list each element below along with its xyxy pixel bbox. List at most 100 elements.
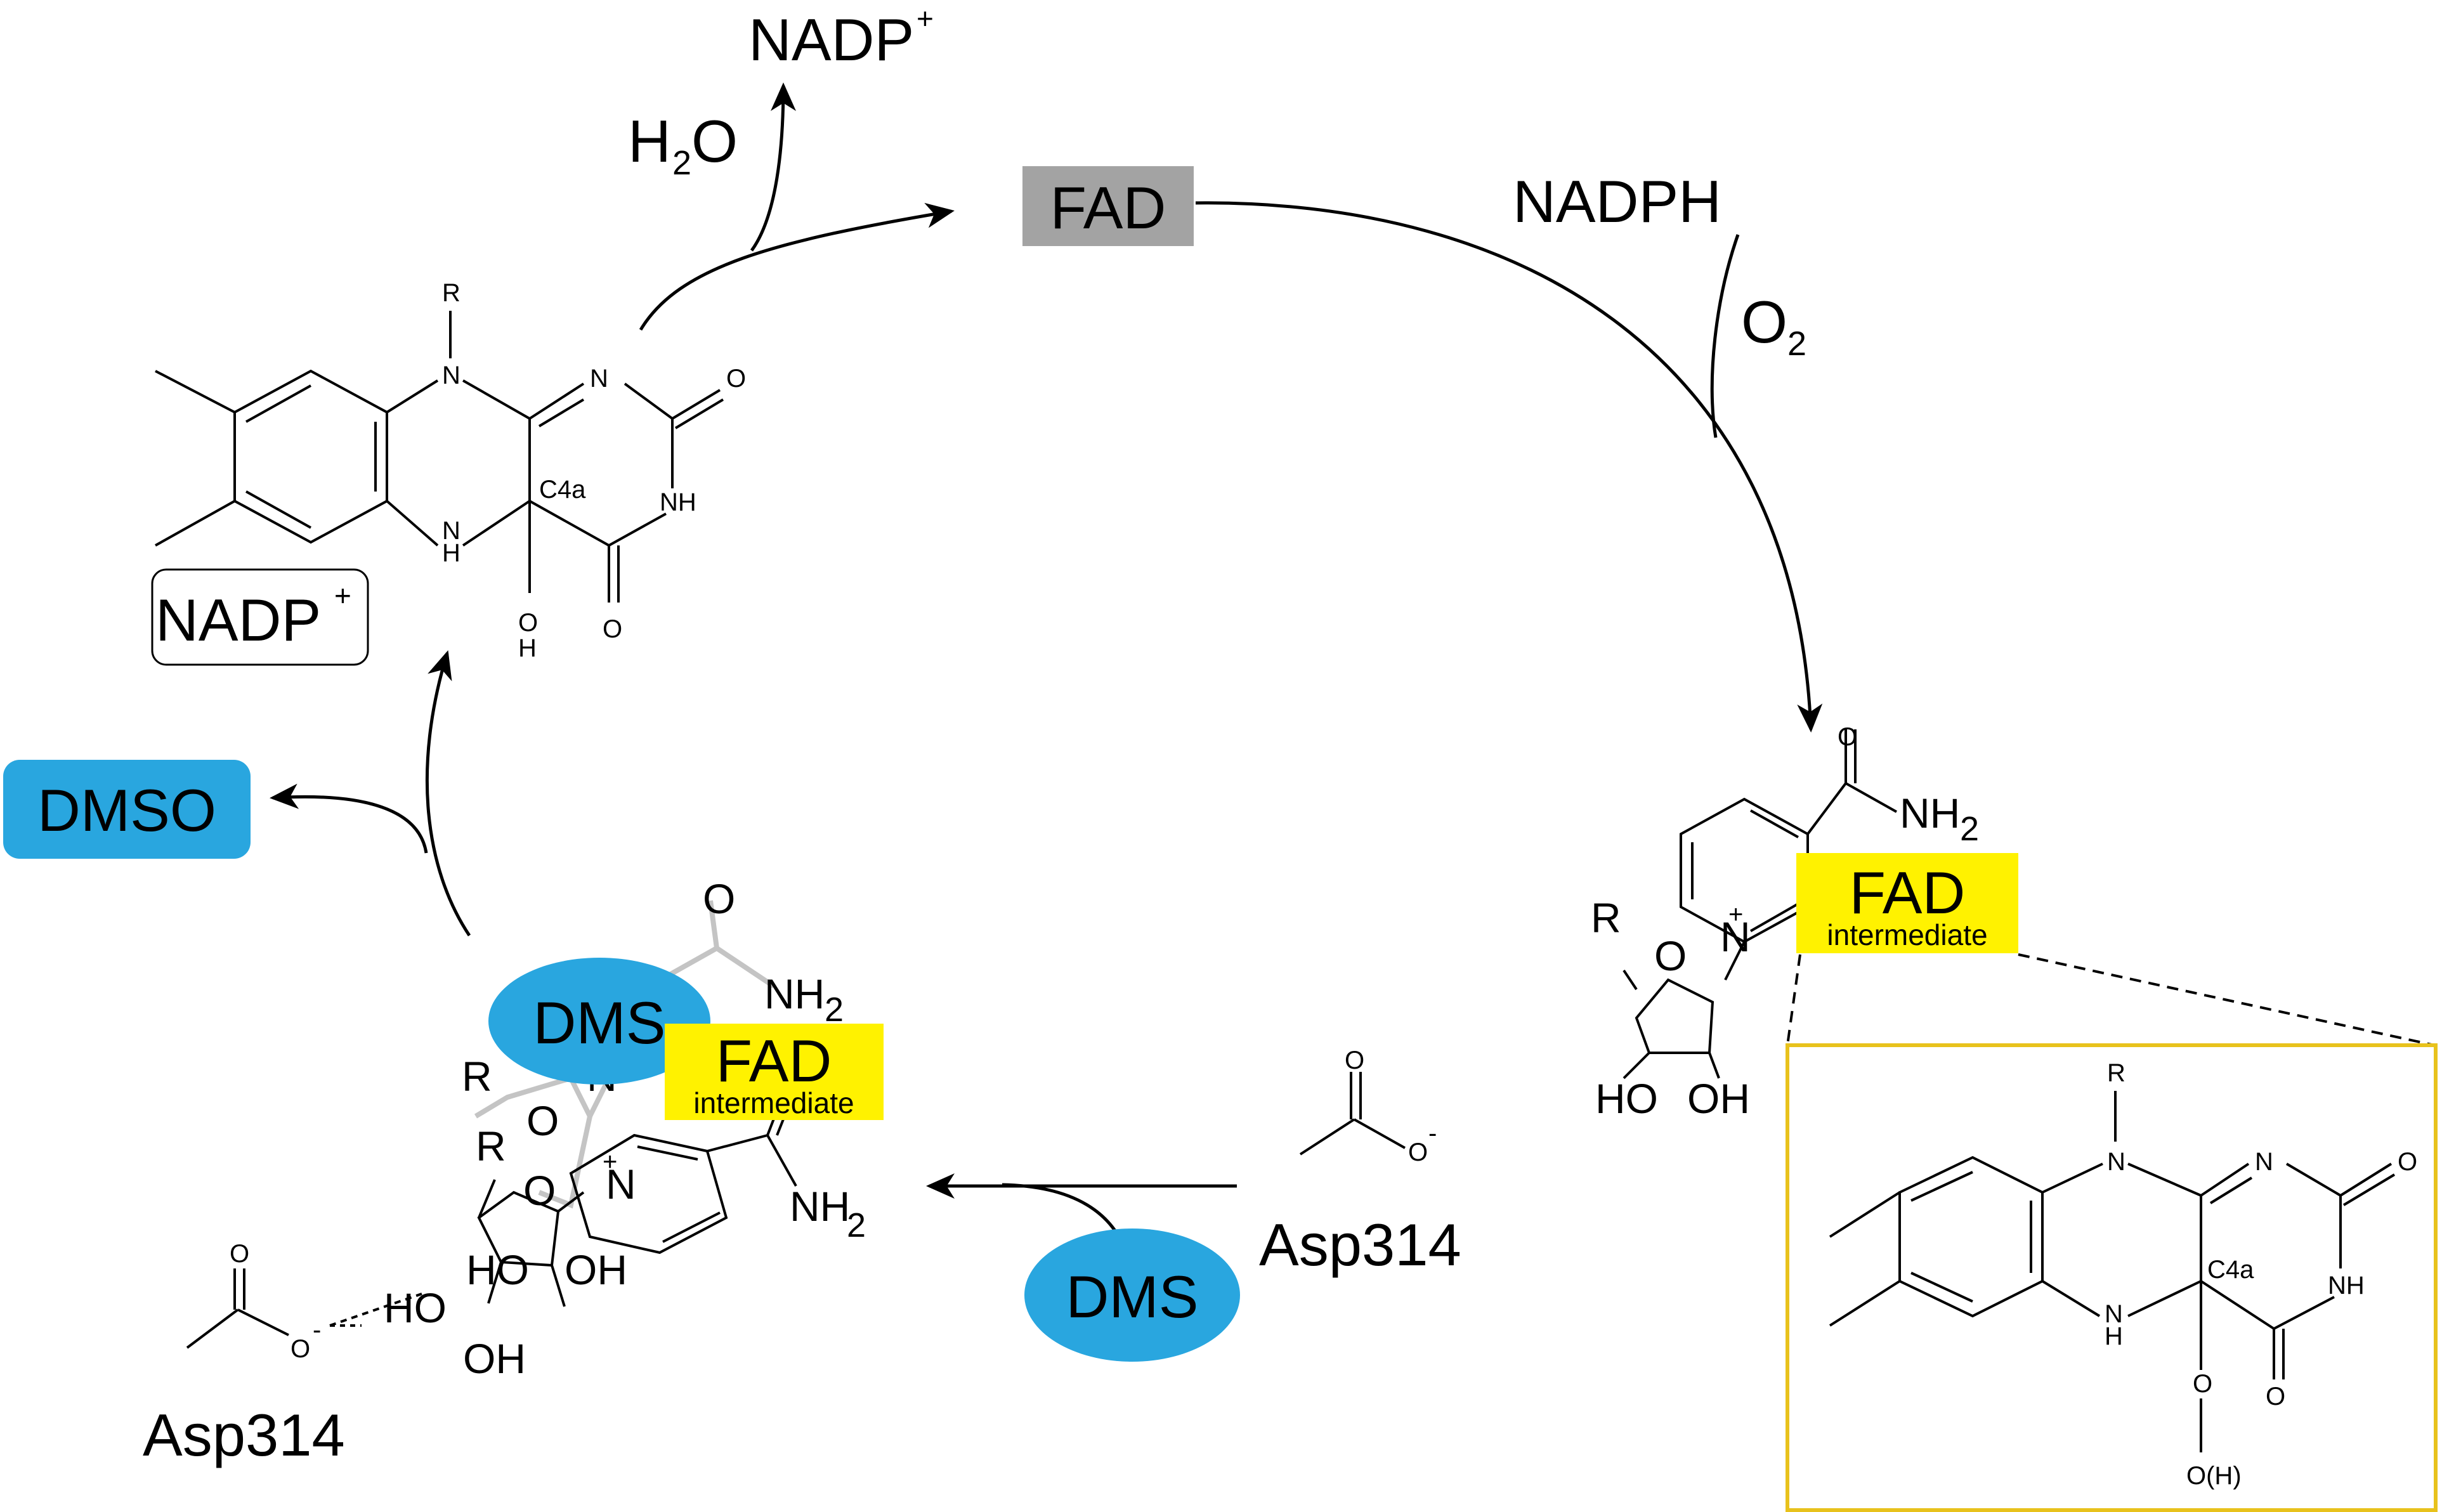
ghost-nadp-structure [474, 900, 776, 1209]
svg-text:2: 2 [847, 1206, 866, 1244]
svg-text:+: + [603, 1148, 617, 1176]
svg-text:HO: HO [1595, 1075, 1658, 1122]
svg-text:N: N [590, 365, 608, 393]
flavin-hydroperoxide-atoms: R N N O NH C4a N H O O O(H) [2105, 1059, 2417, 1490]
asp314-right-label: Asp314 [1259, 1211, 1461, 1278]
svg-text:O: O [2266, 1383, 2285, 1411]
svg-text:2: 2 [1787, 325, 1806, 363]
svg-text:R: R [2107, 1059, 2125, 1087]
fad-intermediate-left-box [665, 1024, 884, 1120]
arrow-adduct-to-fad [639, 202, 955, 331]
fad-intermediate-right-box [1796, 853, 2018, 953]
nadp-plus-boxed-charge: + [334, 579, 351, 612]
asp314-bound-charge: - [313, 1316, 321, 1344]
asp314-bound-o-minus: O [291, 1335, 310, 1363]
flavin-hydroxide-structure [155, 311, 724, 603]
svg-text:O: O [1654, 932, 1687, 979]
svg-text:NH: NH [2328, 1272, 2365, 1300]
asp314-left-label: Asp314 [143, 1402, 345, 1468]
bound-nadp-structure [329, 1093, 797, 1327]
svg-text:N: N [442, 517, 460, 545]
arrow-fad-to-intermediate [1195, 201, 1823, 733]
nadp-pyridinium-atoms: O NH 2 N + R O HO OH [1591, 723, 1979, 1122]
nadph-label: NADPH [1513, 168, 1721, 235]
dms-free-label: DMS [1066, 1263, 1199, 1330]
svg-text:O(H): O(H) [2186, 1462, 2242, 1490]
nadp-plus-boxed [151, 568, 369, 666]
svg-text:O: O [703, 875, 735, 922]
flavin-hydroxide-atoms: R N N O NH C4a H N O H O [442, 279, 746, 662]
svg-text:O: O [691, 108, 738, 174]
svg-text:OH: OH [565, 1246, 627, 1293]
svg-text:R: R [462, 1053, 492, 1100]
svg-text:H: H [518, 634, 537, 662]
svg-text:O: O [603, 615, 622, 643]
svg-text:OH: OH [1687, 1075, 1750, 1122]
svg-text:N: N [2107, 1148, 2125, 1176]
svg-text:N: N [2255, 1148, 2273, 1176]
asp314-free-o-minus: O [1408, 1138, 1428, 1166]
svg-text:NH: NH [660, 488, 696, 516]
nadp-plus-top-label: NADP [748, 6, 914, 73]
fad-intermediate-left-label: FAD [716, 1027, 832, 1094]
fad-box [1022, 166, 1194, 246]
asp314-bound-structure [186, 1268, 289, 1349]
nadp-plus-boxed-label: NADP [155, 587, 321, 653]
svg-text:O: O [2193, 1370, 2212, 1398]
inset-box [1786, 1043, 2438, 1512]
dms-bound-label: DMS [533, 989, 666, 1056]
arrow-nadph-o2-input [1710, 234, 1740, 438]
svg-text:N: N [606, 1161, 636, 1208]
svg-text:O: O [526, 1097, 559, 1144]
svg-text:O: O [2398, 1148, 2417, 1176]
svg-text:2: 2 [825, 991, 844, 1029]
callout-line-right [2018, 953, 2435, 1046]
svg-text:H: H [442, 539, 460, 567]
svg-text:+: + [1728, 901, 1743, 929]
svg-text:2: 2 [1960, 810, 1979, 848]
svg-text:O: O [523, 1167, 556, 1214]
svg-text:N: N [442, 362, 460, 389]
cycle-arrows [270, 82, 1823, 1263]
svg-text:O: O [518, 609, 538, 637]
asp314-free-charge: - [1428, 1119, 1437, 1147]
dmso-label: DMSO [37, 777, 216, 844]
flavin-hydroperoxide-structure [1829, 1091, 2396, 1452]
arrow-to-nadp-adduct [425, 650, 471, 937]
svg-text:NH: NH [790, 1183, 850, 1230]
svg-text:R: R [476, 1123, 506, 1170]
svg-text:C4a: C4a [2207, 1256, 2254, 1284]
arrow-nadp-release [750, 82, 796, 252]
svg-text:C4a: C4a [539, 476, 586, 504]
svg-text:O: O [726, 365, 746, 393]
nadp-pyridinium-structure [1623, 729, 1897, 1079]
h2o-label: H 2 O [628, 108, 738, 182]
dms-bound-ellipse [488, 958, 710, 1085]
asp314-free-o: O [1345, 1046, 1364, 1074]
svg-text:H: H [2105, 1322, 2123, 1350]
arrow-to-dmso [270, 783, 428, 854]
dms-free-ellipse [1024, 1228, 1240, 1362]
svg-text:R: R [1591, 894, 1621, 941]
o2-label: O 2 [1741, 289, 1806, 363]
svg-text:HO: HO [384, 1284, 447, 1331]
intermediate-left-label: intermediate [693, 1086, 854, 1119]
nadp-plus-top-charge: + [917, 2, 934, 35]
svg-text:R: R [442, 279, 460, 307]
svg-text:NH: NH [764, 970, 825, 1017]
ghost-nadp-atoms: O NH 2 R O N HO OH [462, 875, 844, 1293]
svg-text:H: H [628, 108, 671, 174]
asp314-free-structure [1299, 1072, 1406, 1156]
svg-text:OH: OH [463, 1335, 526, 1382]
intermediate-right-label: intermediate [1827, 918, 1987, 951]
fad-intermediate-right-label: FAD [1850, 859, 1966, 926]
svg-text:NH: NH [1900, 790, 1960, 837]
fad-box-label: FAD [1050, 174, 1166, 241]
dmso-box [3, 760, 251, 859]
callout-line-left [1786, 954, 1801, 1046]
svg-text:N: N [2105, 1300, 2123, 1328]
svg-text:O: O [1838, 723, 1857, 751]
svg-text:O: O [1741, 289, 1787, 355]
svg-text:2: 2 [672, 144, 691, 182]
